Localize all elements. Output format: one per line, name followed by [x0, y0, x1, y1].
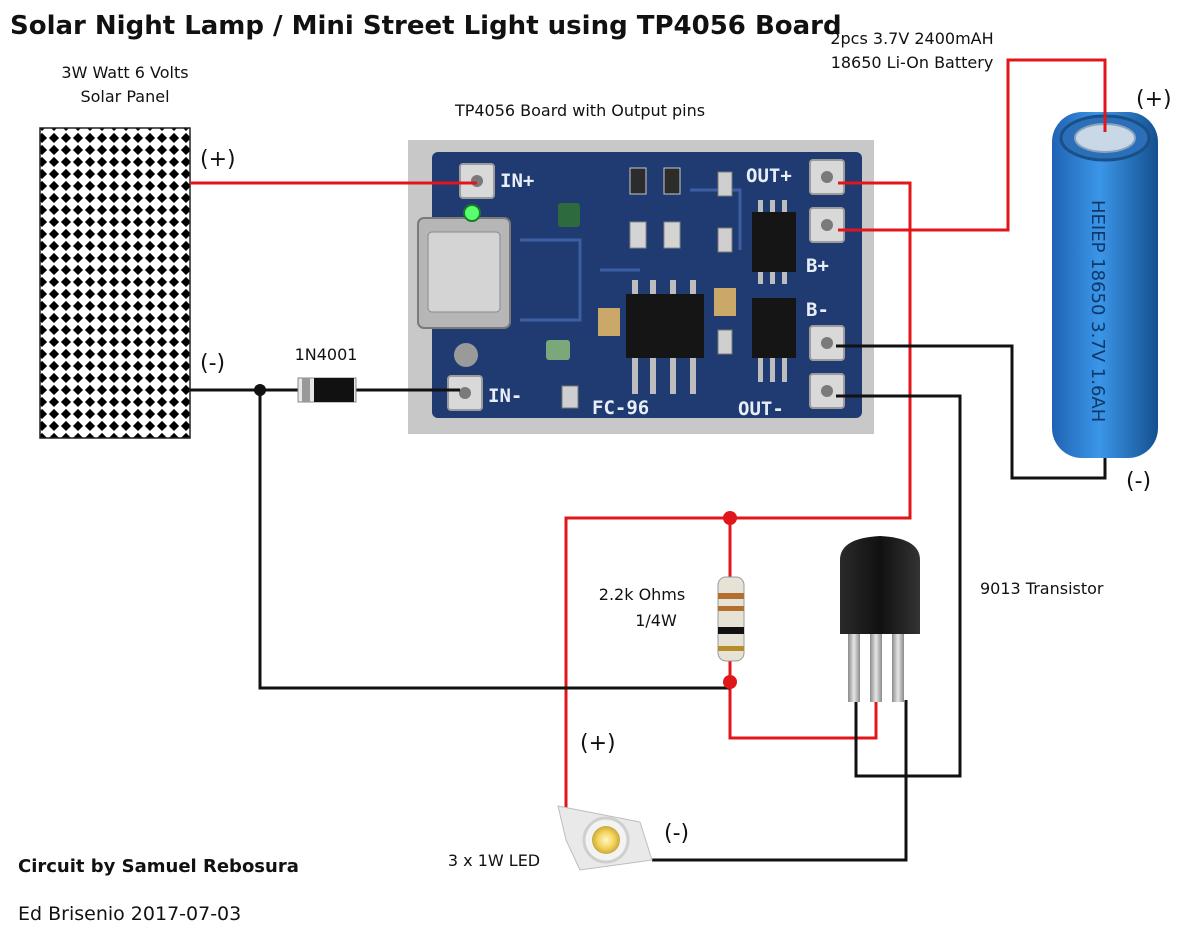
wire-led-positive	[564, 516, 730, 810]
battery-print: HEIEP 18650 3.7V 1.6AH	[1087, 200, 1108, 422]
silk-b-plus: B+	[806, 255, 829, 277]
wire-battery-positive	[838, 58, 1107, 232]
silk-in-plus: IN+	[500, 170, 534, 192]
silk-b-minus: B-	[806, 299, 829, 321]
junction-positive	[723, 511, 737, 525]
transistor-label: 9013 Transistor	[980, 579, 1104, 598]
diode-1n4001	[297, 377, 357, 403]
page-title: Solar Night Lamp / Mini Street Light usi…	[10, 11, 842, 41]
wire-battery-negative	[836, 344, 1107, 480]
board-label: TP4056 Board with Output pins	[454, 101, 705, 120]
solar-panel-label-line1: 3W Watt 6 Volts	[61, 63, 188, 82]
wire-out-negative-emitter	[836, 394, 962, 778]
led-1w	[557, 805, 653, 871]
wire-out-positive	[730, 181, 912, 520]
wire-ground-to-base	[258, 390, 730, 690]
battery-18650: HEIEP 18650 3.7V 1.6AH	[1052, 112, 1158, 458]
solar-panel	[39, 127, 191, 439]
solar-plus-label: (+)	[200, 147, 236, 172]
battery-label-line1: 2pcs 3.7V 2400mAH	[830, 29, 993, 48]
solar-panel-label-line2: Solar Panel	[80, 87, 169, 106]
junction-ground	[254, 384, 266, 396]
wire-led-negative-collector	[652, 700, 908, 862]
resistor-label-line2: 1/4W	[635, 611, 677, 630]
transistor-9013	[840, 536, 920, 702]
wire-resistor-base	[728, 660, 878, 740]
credit-author: Circuit by Samuel Rebosura	[18, 856, 299, 877]
led-label: 3 x 1W LED	[448, 851, 540, 870]
resistor-2k2	[717, 576, 745, 662]
led-minus-label: (-)	[664, 821, 689, 846]
solar-minus-label: (-)	[200, 351, 225, 376]
battery-plus-label: (+)	[1136, 87, 1172, 112]
resistor-label-line1: 2.2k Ohms	[599, 585, 685, 604]
battery-label-line2: 18650 Li-On Battery	[831, 53, 994, 72]
silk-out-minus: OUT-	[738, 398, 784, 420]
battery-minus-label: (-)	[1126, 469, 1151, 494]
junction-base	[723, 675, 737, 689]
silk-out-plus: OUT+	[746, 165, 792, 187]
led-plus-label: (+)	[580, 731, 616, 756]
silk-in-minus: IN-	[488, 385, 522, 407]
credit-editor: Ed Brisenio 2017-07-03	[18, 903, 241, 925]
silk-model: FC-96	[592, 397, 649, 419]
diode-label: 1N4001	[295, 345, 358, 364]
tp4056-board: IN+ IN- OUT+ OUT- B+ B- FC-96	[408, 140, 874, 434]
